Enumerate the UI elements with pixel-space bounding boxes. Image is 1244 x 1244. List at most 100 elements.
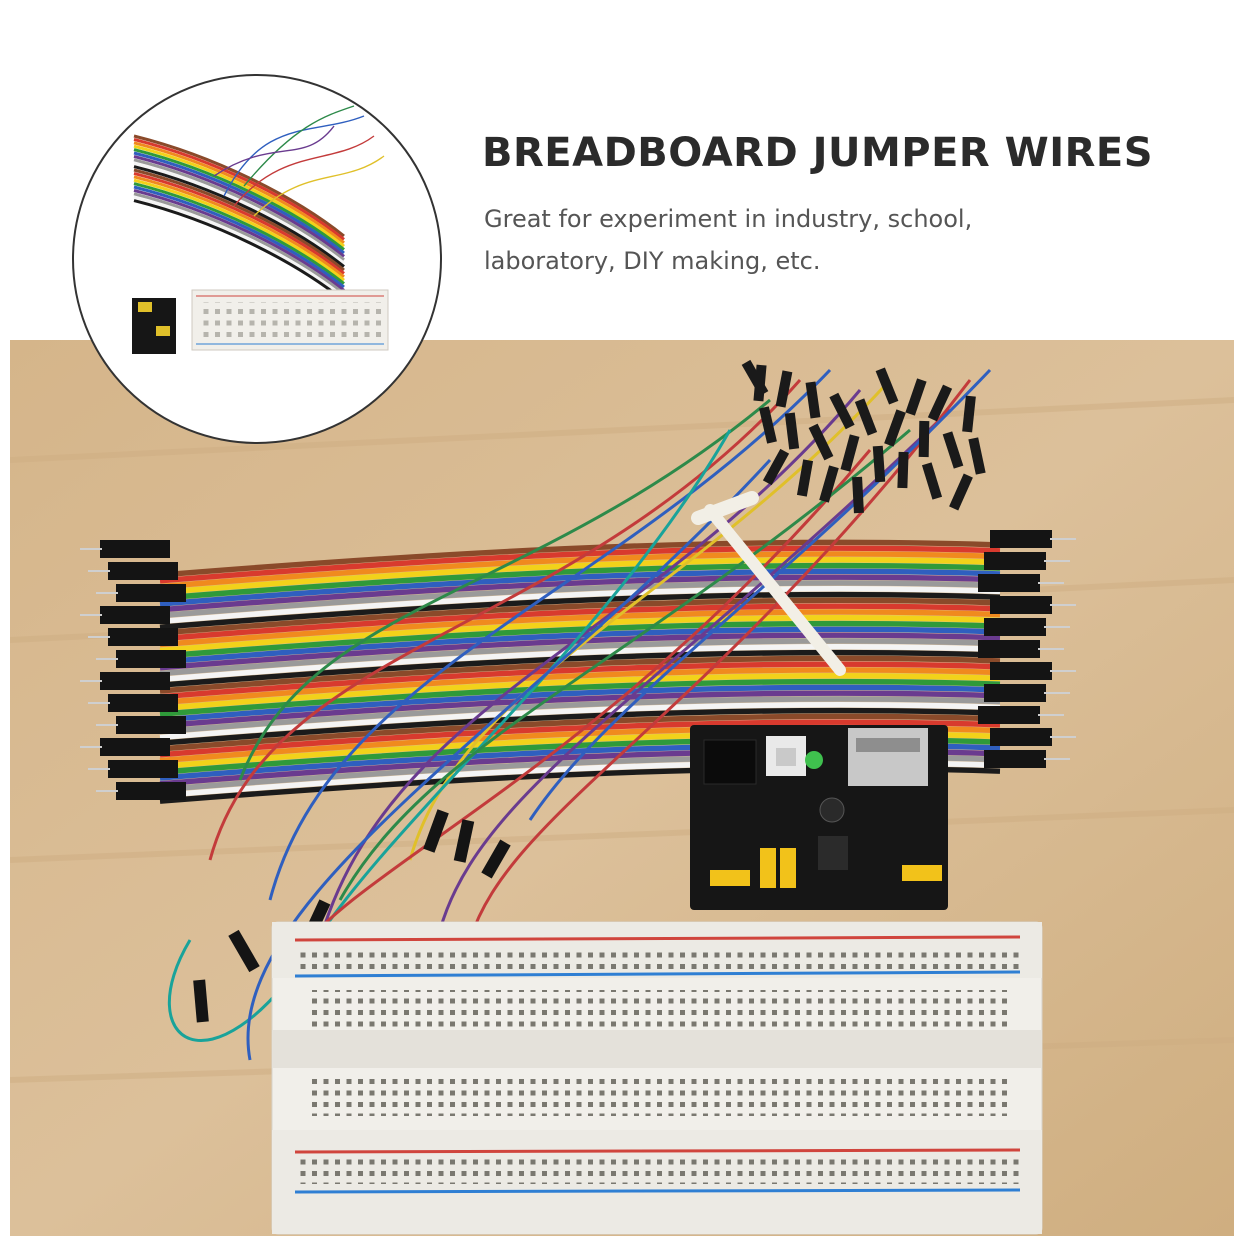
thumbnail-ribbon [133,134,345,302]
pin-header [990,662,1052,680]
ribbon-wire [159,603,1001,642]
jumper-pin [762,448,790,486]
pin-header [990,596,1052,614]
jumper-pin [884,409,906,447]
ribbon-wire [159,719,1001,758]
left-pin-headers [80,540,186,800]
pin-header [100,738,170,756]
power-supply-module [690,725,948,910]
thumbnail-ribbon-wire [133,148,345,251]
zip-tie [704,504,846,676]
thumbnail-jumpers [213,105,385,217]
jumper-pin [854,398,878,436]
pin-header [116,716,186,734]
jumper-pin [840,434,860,472]
pin-header [984,750,1046,768]
thumbnail-ribbon-wire [133,185,345,289]
jumper-pin [942,431,964,469]
pin-header [116,782,186,800]
thumbnail-ribbon-wire [133,171,345,275]
jumper-pin [819,465,839,503]
ribbon-wire [159,702,1001,741]
thumbnail-ribbon-wire [133,195,345,299]
ribbon-wire [159,545,1001,584]
thumbnail-ribbon-wire [133,158,345,261]
thumbnail-ribbon-wire [133,188,345,292]
thumbnail-ribbon-wire [133,192,345,295]
jumper-pin [796,459,814,497]
thumbnail-ribbon-wire [133,182,345,285]
jumper-pin [829,392,855,430]
pin-header [990,530,1052,548]
jumper-pin [949,473,973,511]
thumbnail-ribbon-wire [133,175,345,278]
pin-header [978,574,1040,592]
ribbon-wire [159,661,1001,700]
ribbon-wire [159,591,1001,630]
jumper-pin [875,367,899,405]
pin-header [100,540,170,558]
ribbon-wire [159,562,1001,601]
jumper-pin [759,406,777,444]
product-description: Great for experiment in industry, school… [484,198,1084,282]
thumbnail-ribbon-wire [133,141,345,244]
jumper-pin [784,412,800,450]
jumper-pin [918,420,930,458]
product-photo [10,340,1234,1236]
thumbnail-ribbon-wire [133,154,345,258]
thumbnail-ribbon-wire [133,199,345,302]
pin-header [984,618,1046,636]
ribbon-wire [159,568,1001,607]
right-pin-headers [978,530,1076,768]
ribbon-wire [159,551,1001,590]
description-line-2: laboratory, DIY making, etc. [484,247,821,275]
pin-header [100,606,170,624]
pin-header [990,728,1052,746]
jumper-pin [753,364,767,402]
pin-header [108,628,178,646]
jumper-pin [808,423,834,461]
pin-header [984,684,1046,702]
pin-header [108,760,178,778]
kit-thumbnail [72,74,442,444]
ribbon-wire [159,690,1001,729]
jumper-pin [927,384,953,422]
thumbnail-ribbon-wire [133,165,345,268]
pin-header [116,650,186,668]
jumper-pin [775,370,793,408]
description-line-1: Great for experiment in industry, school… [484,205,973,233]
solderless-breadboard [271,921,1043,1235]
ribbon-wire [159,667,1001,706]
product-photo-frame [10,340,1234,1236]
pin-header [108,562,178,580]
ribbon-wire [159,707,1001,746]
ribbon-wire [159,673,1001,712]
ribbon-wire [159,586,1001,625]
jumper-pin [897,451,909,489]
thumbnail-breadboard [191,289,389,351]
jumper-pin [872,445,886,483]
thumbnail-ribbon-wire [133,168,345,272]
jumper-pin-cluster [741,359,986,514]
pin-header [978,706,1040,724]
ribbon-wire [159,655,1001,694]
jumper-pin [962,395,976,433]
thumbnail-ribbon-wire [133,151,345,255]
jumper-pin [921,462,943,500]
ribbon-wire [159,713,1001,752]
ribbon-wire [159,609,1001,648]
ribbon-wire [159,615,1001,654]
ribbon-wire [159,620,1001,659]
ribbon-wire [159,580,1001,619]
jumper-pin [805,381,821,419]
ribbon-wire [159,684,1001,723]
page-title: BREADBOARD JUMPER WIRES [482,130,1154,176]
ribbon-wire [159,539,1001,578]
pin-header [978,640,1040,658]
ribbon-wire [159,597,1001,636]
thumbnail-power-module [132,298,176,354]
pin-header [108,694,178,712]
thumbnail-ribbon-wire [133,161,345,265]
thumbnail-ribbon-wire [133,178,345,282]
ribbon-wire [159,632,1001,671]
